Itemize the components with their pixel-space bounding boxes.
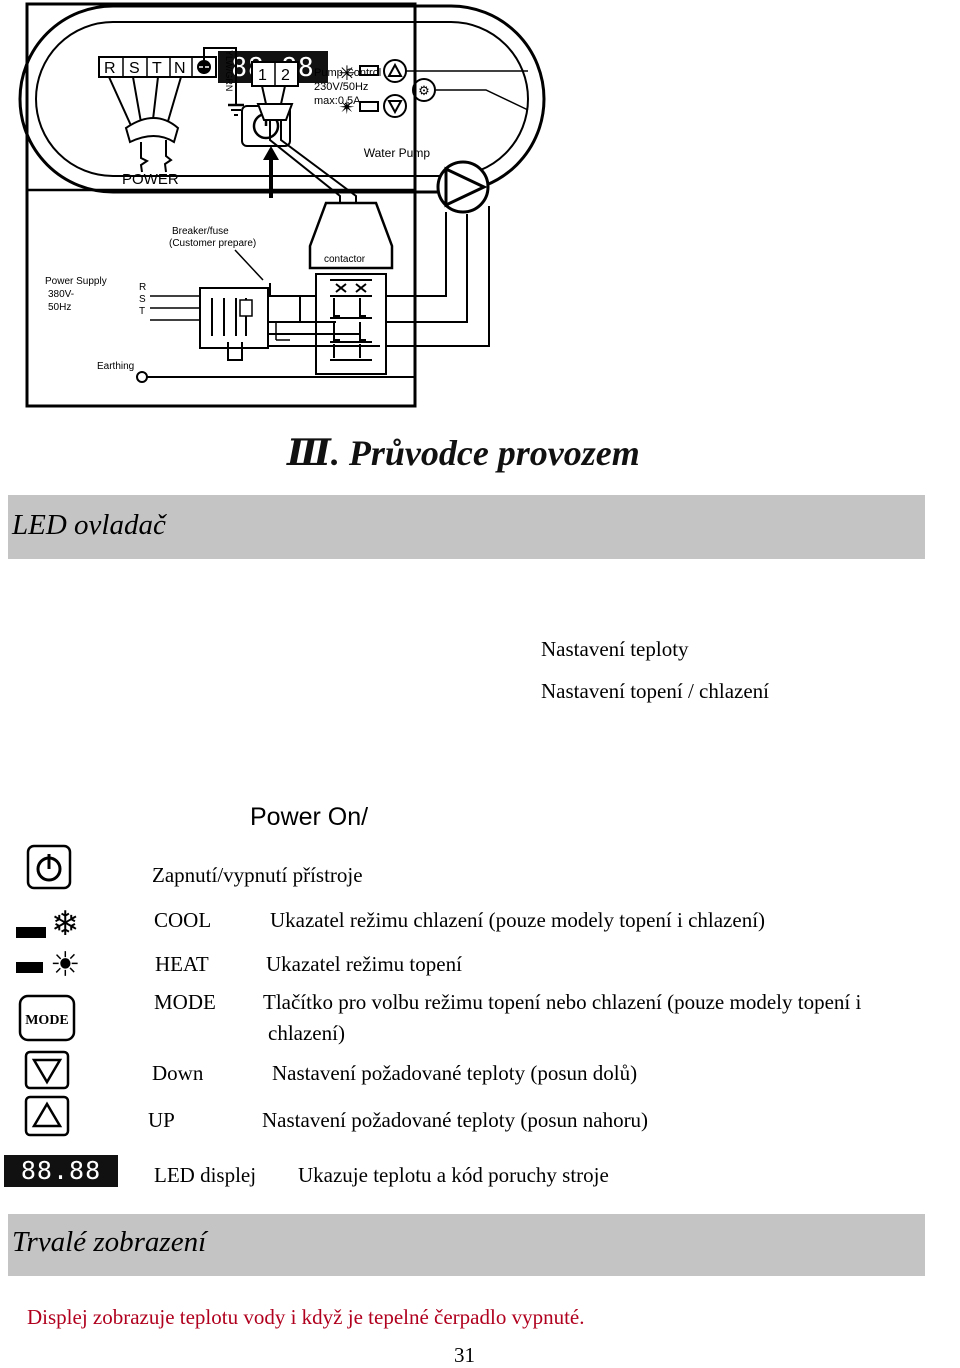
cool-label: COOL xyxy=(154,908,212,932)
contactor-label: contactor xyxy=(324,254,366,265)
display-note: Displej zobrazuje teplotu vody i když je… xyxy=(27,1305,585,1329)
heat-label: HEAT xyxy=(155,952,209,976)
pump-terminal-1: 1 xyxy=(258,67,267,84)
mode-button-icon: MODE xyxy=(18,994,76,1042)
mode-description-line-1: Tlačítko pro volbu režimu topení nebo ch… xyxy=(263,990,862,1014)
power-supply-line-2: 380V- xyxy=(48,289,74,300)
up-label: UP xyxy=(148,1108,175,1132)
sun-icon: ☀ xyxy=(50,947,81,984)
led-display-label: LED displej xyxy=(154,1163,257,1187)
heat-description: Ukazatel režimu topení xyxy=(266,952,462,976)
led-display-description: Ukazuje teplotu a kód poruchy stroje xyxy=(298,1163,609,1187)
breaker-label-1: Breaker/fuse xyxy=(172,226,229,237)
led-controller-heading: LED ovladač xyxy=(12,509,166,541)
led-controller-banner: LED ovladač xyxy=(8,495,925,559)
svg-text:✳: ✳ xyxy=(339,63,356,85)
cool-description: Ukazatel režimu chlazení (pouze modely t… xyxy=(270,908,766,932)
cool-led-bar xyxy=(16,927,46,938)
panel-mode-button[interactable]: ⚙ xyxy=(412,78,436,102)
pump-wiring xyxy=(415,160,490,347)
phase-t-label: T xyxy=(139,306,145,317)
panel-up-button[interactable] xyxy=(383,59,407,83)
permanent-display-banner: Trvalé zobrazení xyxy=(8,1214,925,1276)
power-description: Zapnutí/vypnutí přístroje xyxy=(152,863,363,887)
down-description: Nastavení požadované teploty (posun dolů… xyxy=(272,1061,638,1085)
phase-r-label: R xyxy=(139,282,146,293)
section-title: Ⅲ. Průvodce provozem xyxy=(287,433,640,473)
permanent-display-heading: Trvalé zobrazení xyxy=(12,1226,207,1258)
snowflake-icon: ❄ xyxy=(51,906,80,943)
terminal-n-label: N xyxy=(174,60,186,77)
led-display-value: 88.88 xyxy=(20,1156,102,1185)
svg-text:⚙: ⚙ xyxy=(418,83,430,98)
down-label: Down xyxy=(152,1061,204,1085)
panel-cool-indicator: ✳ xyxy=(339,63,379,85)
ground-wire-label: YLW/GRN xyxy=(224,50,234,91)
power-button-icon xyxy=(26,844,72,890)
water-pump-label: Water Pump xyxy=(364,146,430,160)
power-label: POWER xyxy=(122,171,179,188)
temperature-setting-callout: Nastavení teploty xyxy=(541,637,689,661)
svg-text:✴: ✴ xyxy=(339,97,356,119)
led-display-icon: 88.88 xyxy=(4,1155,118,1187)
mode-icon-label: MODE xyxy=(25,1013,69,1028)
pump-control-line-3: max:0.5A xyxy=(314,95,361,107)
panel-down-button[interactable] xyxy=(383,94,407,118)
phase-s-label: S xyxy=(139,294,146,305)
terminal-s-label: S xyxy=(129,60,140,77)
earthing-terminal-icon xyxy=(136,371,148,383)
wiring-diagram: R S T N POWER YLW/GRN 1 2 Pump Control 2… xyxy=(25,2,430,408)
pump-control-line-2: 230V/50Hz xyxy=(314,81,368,93)
earthing-label: Earthing xyxy=(97,361,134,372)
terminal-r-label: R xyxy=(104,60,116,77)
up-description: Nastavení požadované teploty (posun naho… xyxy=(262,1108,649,1132)
down-arrow-icon xyxy=(24,1050,70,1090)
pump-control-line-1: Pump Control xyxy=(314,67,381,79)
mode-description-line-2: chlazení) xyxy=(268,1021,345,1045)
heat-led-bar xyxy=(16,962,43,973)
breaker-label-2: (Customer prepare) xyxy=(169,238,256,249)
mode-label: MODE xyxy=(154,990,216,1014)
power-supply-line-1: Power Supply xyxy=(45,276,107,287)
pump-terminal-2: 2 xyxy=(281,67,290,84)
up-arrow-icon xyxy=(24,1095,70,1137)
page-number: 31 xyxy=(454,1343,475,1367)
panel-heat-indicator: ✴ xyxy=(339,97,379,119)
terminal-t-label: T xyxy=(152,60,162,77)
mode-setting-callout: Nastavení topení / chlazení xyxy=(541,679,769,703)
power-on-caption: Power On/ xyxy=(250,803,369,831)
power-supply-line-3: 50Hz xyxy=(48,302,71,313)
